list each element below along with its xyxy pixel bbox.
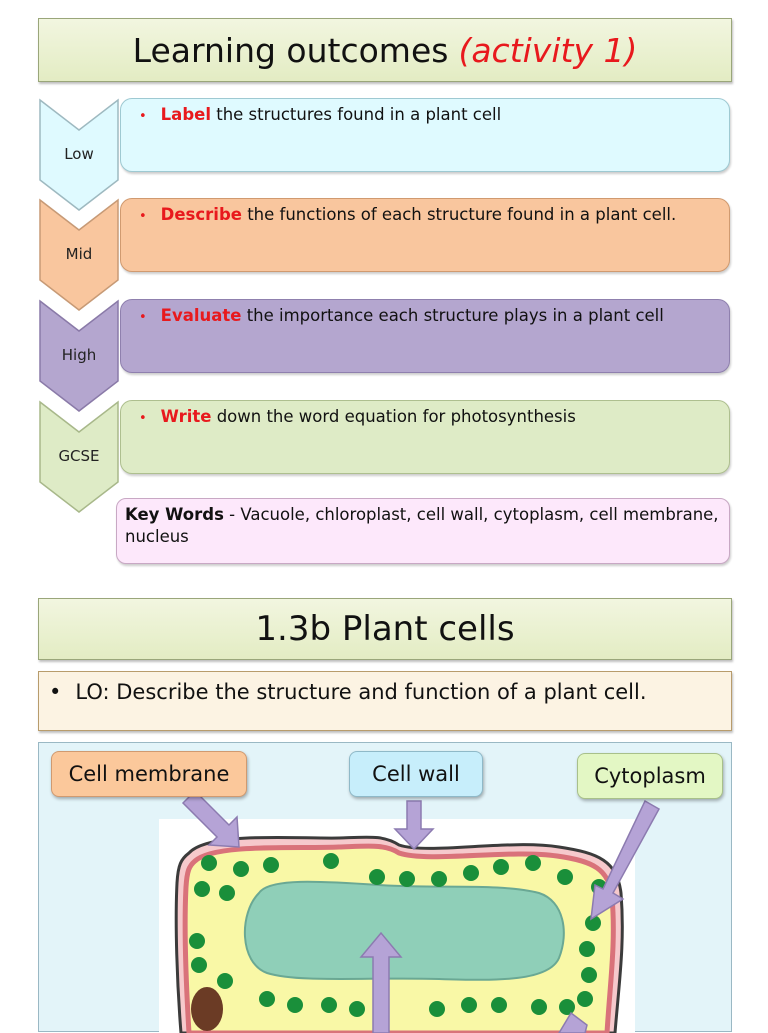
learning-outcomes-title: Learning outcomes (activity 1) [38, 18, 732, 82]
cytoplasm-text: Cytoplasm [594, 764, 706, 788]
bullet: • [139, 209, 147, 224]
outcome-text: the structures found in a plant cell [210, 105, 502, 124]
outcome-verb: Label [160, 105, 211, 124]
level-label: Low [64, 145, 94, 163]
chevron-shape [39, 299, 119, 412]
cell-wall-label: Cell wall [349, 751, 483, 797]
nucleus-shape [191, 987, 223, 1031]
bullet: • [49, 680, 62, 704]
bullet: • [139, 109, 147, 124]
outcome-verb: Write [160, 407, 212, 426]
level-label: Mid [65, 245, 93, 263]
bullet: • [139, 411, 147, 426]
vacuole-arrow [359, 931, 403, 1033]
cell-wall-arrow [393, 800, 435, 851]
outcome-text: down the word equation for photosynthesi… [211, 407, 576, 426]
chevron-low: Low [38, 98, 120, 214]
learning-objective-box: • LO: Describe the structure and function… [38, 671, 732, 731]
learning-objective-text: LO: Describe the structure and function … [75, 680, 647, 704]
key-words-box: Key Words - Vacuole, chloroplast, cell w… [116, 498, 730, 564]
outcome-verb: Evaluate [160, 306, 242, 325]
chevron-mid: Mid [38, 198, 120, 314]
outcome-verb: Describe [160, 205, 242, 224]
outcome-row-high: • Evaluate the importance each structure … [120, 299, 730, 373]
plant-cell-illustration [159, 789, 661, 1033]
label-arrows [181, 789, 661, 1033]
plant-cells-title: 1.3b Plant cells [38, 598, 732, 660]
plant-cell-diagram: Cell membrane Cell wall Cytoplasm [38, 742, 732, 1033]
vacuole-shape [243, 880, 565, 981]
bullet: • [139, 310, 147, 325]
cell-membrane-label: Cell membrane [51, 751, 247, 797]
cytoplasm-arrow [590, 799, 661, 921]
cell-membrane-text: Cell membrane [68, 762, 230, 786]
key-words-label: Key Words [125, 505, 224, 524]
title-main: Learning outcomes [132, 30, 449, 70]
outcome-text: the functions of each structure found in… [241, 205, 677, 224]
key-words-text: - Vacuole, chloroplast, cell wall, cytop… [125, 505, 719, 546]
chevron-shape [39, 98, 119, 211]
level-label: GCSE [58, 447, 100, 465]
chevron-shape [39, 198, 119, 311]
cell-wall-text: Cell wall [372, 762, 460, 786]
outcome-row-mid: • Describe the functions of each structur… [120, 198, 730, 272]
cytoplasm-label: Cytoplasm [577, 753, 723, 799]
outcome-row-gcse: • Write down the word equation for photos… [120, 400, 730, 474]
chevron-high: High [38, 299, 120, 415]
level-label: High [61, 346, 97, 364]
outcome-row-low: • Label the structures found in a plant c… [120, 98, 730, 172]
title-accent: (activity 1) [458, 30, 638, 70]
chevron-shape [39, 400, 119, 513]
slide-title: 1.3b Plant cells [255, 609, 515, 649]
outcome-text: the importance each structure plays in a… [241, 306, 664, 325]
chevron-gcse: GCSE [38, 400, 120, 516]
